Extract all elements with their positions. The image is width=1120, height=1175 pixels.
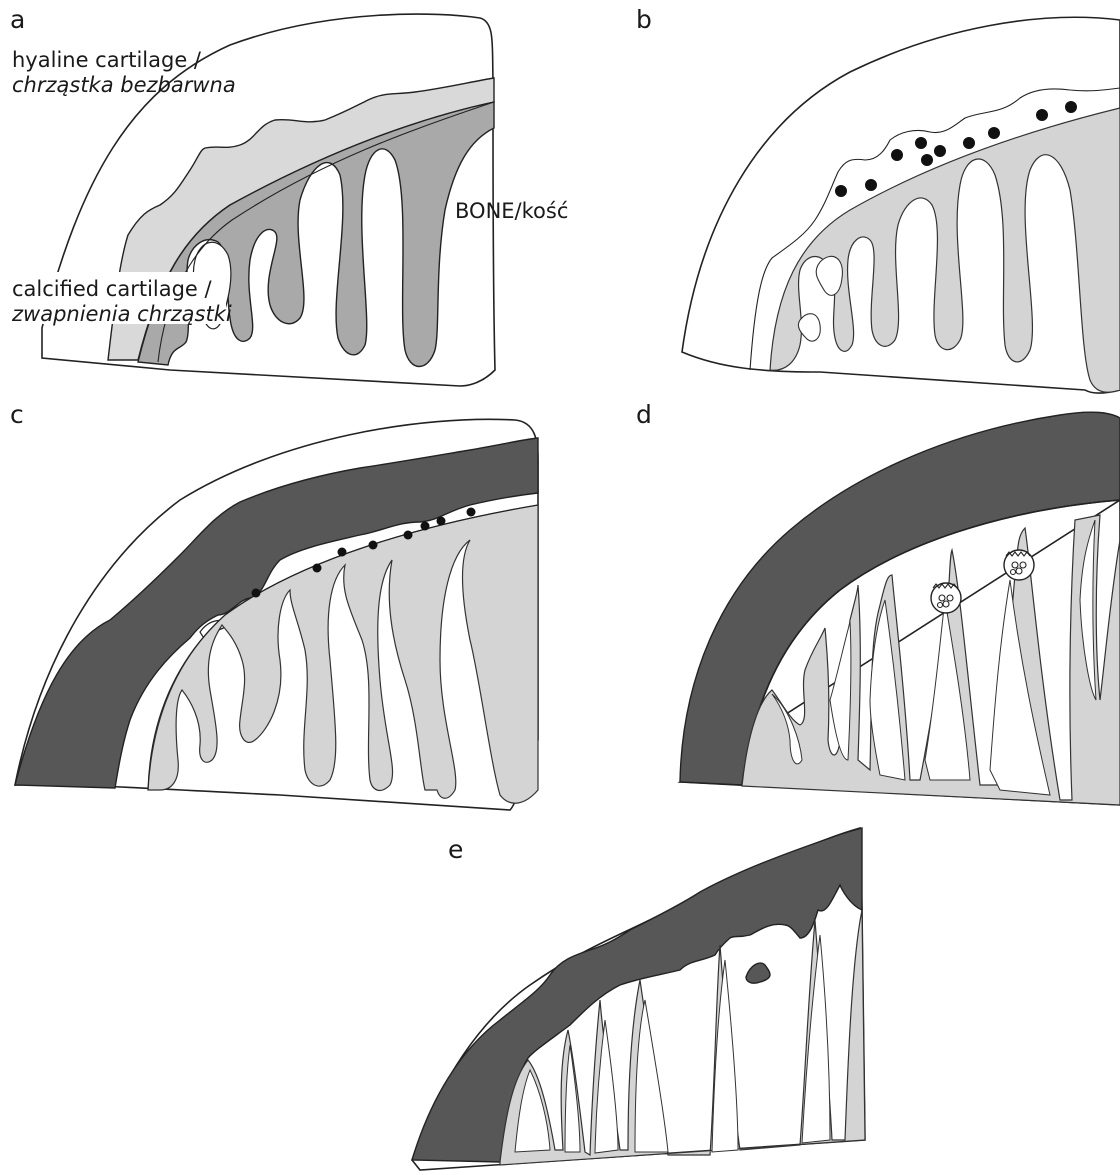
bone-label: BONE/kość [455, 199, 568, 223]
calcified-label-line2: zwapnienia chrząstki [11, 302, 232, 326]
panel-b: b [636, 5, 1120, 393]
panel-e: e [412, 828, 865, 1170]
panel-letter-d: d [636, 400, 652, 429]
calcified-label-line1: calcified cartilage / [12, 277, 213, 301]
hyaline-label-line1: hyaline cartilage / [12, 48, 202, 72]
osteoclast-icon-2 [1004, 550, 1034, 580]
osteoclast-icon-1 [931, 583, 961, 613]
panel-letter-c: c [10, 400, 24, 429]
panel-d: d [636, 400, 1120, 805]
panel-a: a hyaline cartilage / chrząstka bezbarwn… [8, 5, 568, 386]
hyaline-label-line2: chrząstka bezbarwna [12, 73, 236, 97]
panel-letter-e: e [448, 835, 463, 864]
panel-letter-a: a [10, 5, 25, 34]
panel-c: c [10, 400, 538, 810]
panel-letter-b: b [636, 5, 652, 34]
